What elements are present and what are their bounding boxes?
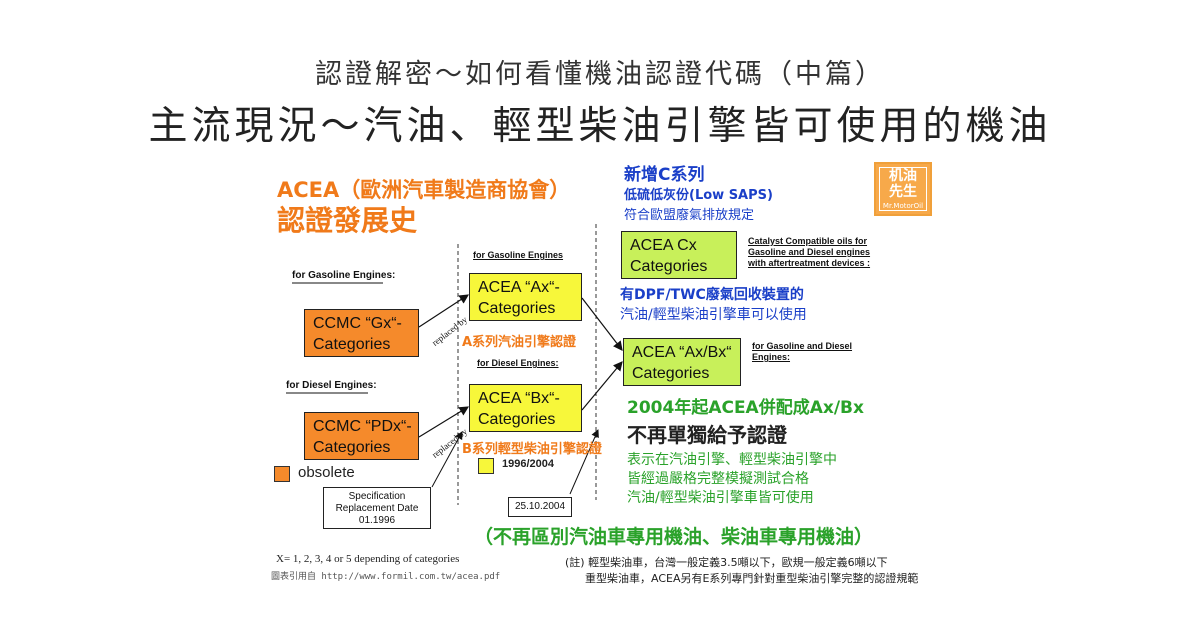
legend-obsolete-label: obsolete <box>298 464 355 481</box>
no-distinct-note: （不再區別汽油車專用機油、柴油車專用機油） <box>474 526 874 548</box>
no-single-cert-note: 不再單獨給予認證 <box>627 423 787 447</box>
acea-history-heading-1: ACEA（歐洲汽車製造商協會） <box>277 178 571 202</box>
arrow-bx-to-axbx <box>581 361 623 411</box>
source-note: 圖表引用自 http://www.formil.com.tw/acea.pdf <box>271 572 501 582</box>
ccmc-gx-box: CCMC “Gx“- Categories <box>304 309 419 357</box>
ccmc-pdx-box: CCMC “PDx“- Categories <box>304 412 419 460</box>
new-c-series-low-saps: 低硫低灰份(Low SAPS) <box>624 188 773 203</box>
legend-obsolete-swatch <box>274 466 290 482</box>
b-series-note: B系列輕型柴油引擎認證 <box>462 442 602 457</box>
label-diesel-left: for Diesel Engines: <box>286 380 377 391</box>
footnote-2: 重型柴油車，ACEA另有E系列專門針對重型柴油引擎完整的認證規範 <box>585 572 919 585</box>
label-gasoline-left: for Gasoline Engines: <box>292 270 396 281</box>
catalyst-note: Catalyst Compatible oils for Gasoline an… <box>748 236 871 268</box>
new-c-series-emission: 符合歐盟廢氣排放規定 <box>624 208 755 223</box>
arrow-pdx-to-bx <box>418 406 470 438</box>
a-series-note: A系列汽油引擎認證 <box>462 335 577 350</box>
dpf-note-1: 有DPF/TWC廢氣回收裝置的 <box>620 287 804 303</box>
page-subtitle: 認證解密～如何看懂機油認證代碼（中篇） <box>315 59 885 90</box>
arrow-spec-date <box>431 431 463 488</box>
date-2004-box: 25.10.2004 <box>508 497 572 517</box>
page-title: 主流現況～汽油、輕型柴油引擎皆可使用的機油 <box>148 104 1052 149</box>
means-note-1: 表示在汽油引擎、輕型柴油引擎中 <box>627 452 837 468</box>
label-gasoline-mid: for Gasoline Engines <box>473 250 564 260</box>
acea-history-heading-2: 認證發展史 <box>277 204 418 237</box>
acea-cx-box: ACEA Cx Categories <box>621 231 737 279</box>
acea-axbx-box: ACEA “Ax/Bx“ Categories <box>623 338 741 386</box>
label-diesel-mid: for Diesel Engines: <box>477 358 559 368</box>
arrow-ax-to-axbx <box>581 297 623 351</box>
acea-ax-box: ACEA “Ax“- Categories <box>469 273 582 321</box>
x-categories-note: X= 1, 2, 3, 4 or 5 depending of categori… <box>276 553 460 565</box>
means-note-3: 汽油/輕型柴油引擎車皆可使用 <box>627 490 814 506</box>
spec-replacement-date-box: Specification Replacement Date 01.1996 <box>323 487 431 529</box>
means-note-2: 皆經過嚴格完整模擬測試合格 <box>627 471 809 487</box>
arrow-gx-to-ax <box>418 294 470 328</box>
legend-year-label: 1996/2004 <box>502 458 554 470</box>
since-2004-note: 2004年起ACEA併配成Ax/Bx <box>627 398 864 418</box>
legend-current-swatch <box>478 458 494 474</box>
acea-bx-box: ACEA “Bx“- Categories <box>469 384 582 432</box>
dpf-note-2: 汽油/輕型柴油引擎車可以使用 <box>620 307 807 323</box>
new-c-series-title: 新增C系列 <box>624 165 705 185</box>
arrow-2004-date <box>569 429 599 495</box>
mr-motoroil-logo: 机油 先生 Mr.MotorOil <box>874 162 932 216</box>
gas-diesel-engines-label: for Gasoline and Diesel Engines: <box>752 341 853 362</box>
footnote-1: (註) 輕型柴油車，台灣一般定義3.5噸以下，歐規一般定義6噸以下 <box>565 556 888 569</box>
